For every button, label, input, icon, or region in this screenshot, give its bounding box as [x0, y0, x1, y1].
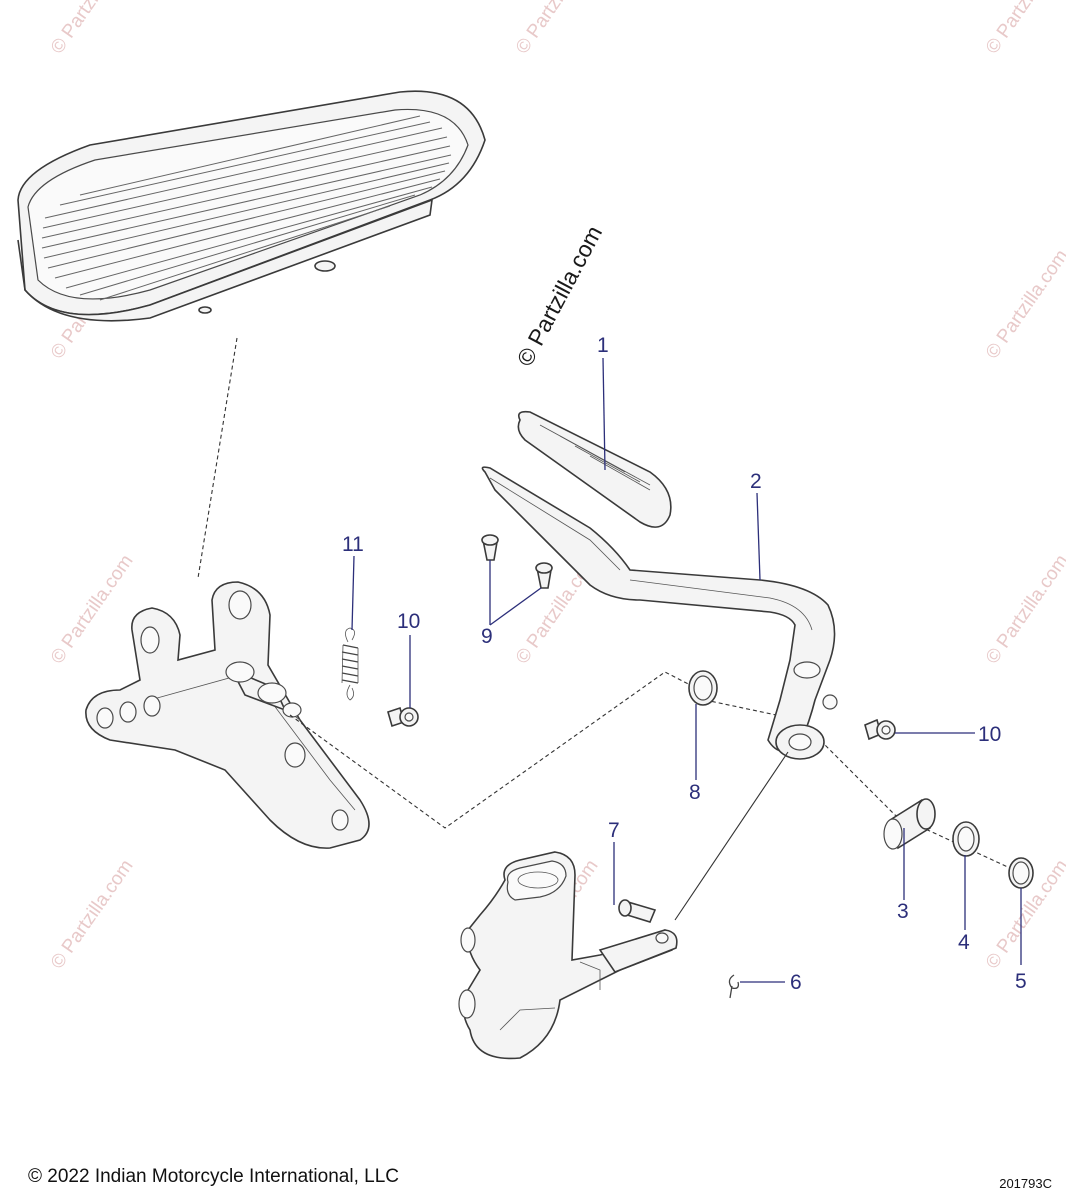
callout-5: 5	[1015, 970, 1027, 993]
master-cylinder-illustration	[458, 851, 678, 1060]
callout-10-right: 10	[978, 723, 1001, 746]
callout-7: 7	[608, 819, 620, 842]
watermark-tile: © Partzilla.com	[982, 0, 1066, 58]
callout-11: 11	[342, 533, 364, 556]
floorboard-illustration	[17, 90, 486, 322]
callout-9: 9	[481, 625, 493, 648]
clevis-pin-part	[618, 899, 657, 923]
callout-1: 1	[597, 334, 609, 357]
watermark-tile: © Partzilla.com	[47, 0, 138, 58]
mount-bracket-illustration	[85, 581, 370, 849]
watermark-tile: © Partzilla.com	[982, 246, 1066, 363]
callout-10-left: 10	[397, 610, 420, 633]
bushing-part	[883, 798, 936, 850]
assembly-line-floorboard	[197, 337, 238, 579]
watermark-tile: © Partzilla.com	[982, 551, 1066, 668]
spring-part	[341, 627, 359, 701]
callout-3: 3	[897, 900, 909, 923]
rivet-parts	[481, 534, 553, 589]
washer-part-8	[688, 670, 718, 706]
bolt-part-left	[387, 706, 419, 728]
bolt-part-right	[864, 718, 896, 741]
watermark-tile: © Partzilla.com	[512, 0, 603, 58]
assembly-line-linkage	[674, 751, 789, 921]
cotter-pin-part	[728, 974, 740, 999]
watermark-main: © Partzilla.com	[511, 221, 607, 370]
washer-part-4	[952, 821, 980, 857]
watermark-tile: © Partzilla.com	[47, 856, 138, 973]
watermark-tile: © Partzilla.com	[47, 551, 138, 668]
copyright-notice: © 2022 Indian Motorcycle International, …	[28, 1166, 399, 1187]
callout-leaders	[351, 357, 1022, 983]
pedal-pad-part	[517, 410, 672, 528]
callout-4: 4	[958, 931, 970, 954]
callout-6: 6	[790, 971, 802, 994]
callout-8: 8	[689, 781, 701, 804]
brake-pedal-arm-part	[481, 466, 838, 760]
callout-2: 2	[750, 470, 762, 493]
snap-ring-part	[1008, 857, 1034, 889]
figure-id: 201793C	[999, 1176, 1052, 1191]
